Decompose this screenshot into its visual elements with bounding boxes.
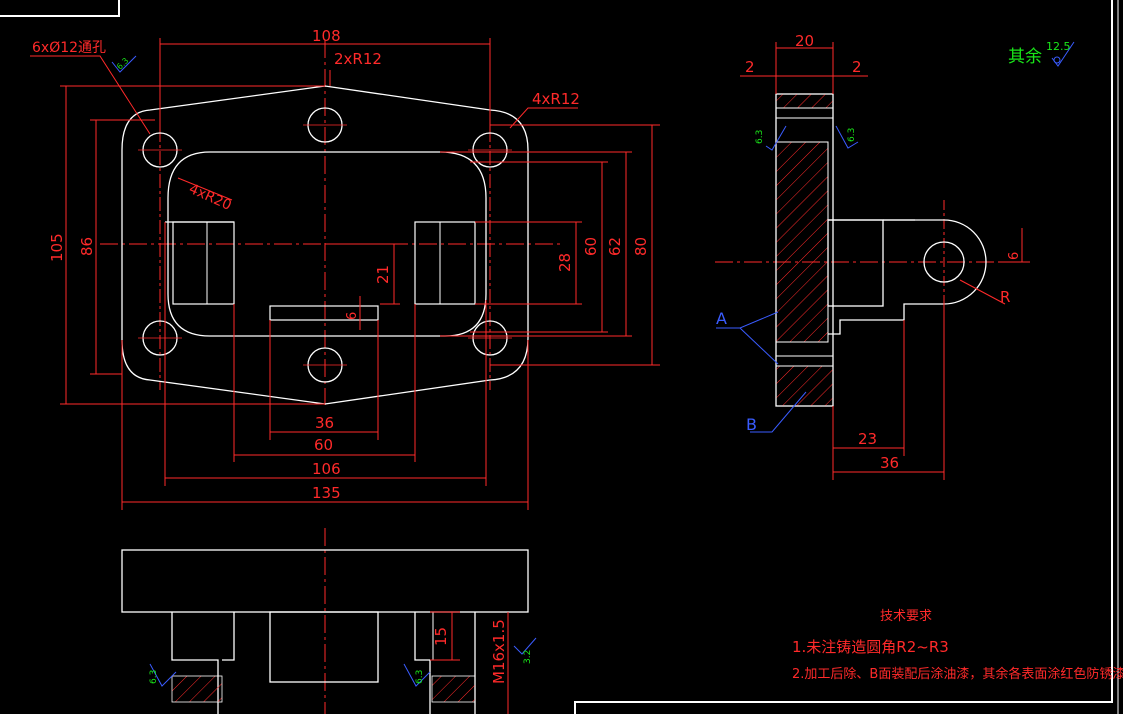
dim-4xR12: 4xR12 (532, 90, 580, 108)
dim-6: 6 (345, 312, 360, 320)
general-roughness: 其余 12.5 (1008, 40, 1075, 67)
side-lug (828, 219, 987, 335)
roughness-symbols-side: 6.3 6.3 (755, 125, 859, 151)
dim-86: 86 (78, 237, 96, 256)
dim-23: 23 (858, 430, 877, 448)
dim-2-left: 2 (745, 58, 755, 76)
section-rib (269, 611, 379, 683)
svg-text:其余: 其余 (1008, 47, 1042, 67)
tech-line-2: 2.加工后除、B面装配后涂油漆，其余各表面涂红色防锈漆。 (792, 666, 1123, 682)
dim-135: 135 (312, 484, 341, 502)
surface-label-a: A (716, 309, 727, 328)
surface-label-b: B (746, 415, 757, 434)
side-pin-hole (923, 241, 965, 283)
dim-radius: R (1000, 288, 1010, 306)
dim-36-bottom: 36 (315, 414, 334, 432)
side-boss (827, 219, 884, 307)
dim-60-bottom: 60 (314, 436, 333, 454)
section-view: 15 M16x1.5 6.3 6.3 3.2 (121, 528, 537, 714)
dim-21: 21 (374, 265, 392, 284)
front-outer-contour (121, 85, 529, 405)
dim-60-vertical: 60 (582, 237, 600, 256)
svg-text:6.3: 6.3 (847, 128, 857, 142)
technical-requirements: 技术要求 1.未注铸造圆角R2~R3 2.加工后除、B面装配后涂油漆，其余各表面… (792, 609, 1123, 682)
svg-text:3.2: 3.2 (523, 650, 533, 664)
frame-border (574, 0, 1113, 714)
dim-6-side: 6 (1007, 252, 1022, 260)
dim-106: 106 (312, 460, 341, 478)
tech-line-1: 1.未注铸造圆角R2~R3 (792, 638, 949, 656)
svg-text:12.5: 12.5 (1046, 40, 1071, 53)
roughness-symbol-front: 6.3 (111, 55, 137, 73)
dim-thread: M16x1.5 (490, 619, 508, 684)
front-slot-left (172, 221, 235, 305)
front-rib (269, 305, 379, 321)
dim-105: 105 (48, 233, 66, 262)
dim-4xR20: 4xR20 (186, 181, 233, 214)
svg-text:6.3: 6.3 (149, 670, 159, 684)
drawing-frame-corner (0, 0, 120, 17)
dim-108: 108 (312, 27, 341, 45)
dim-20: 20 (795, 32, 814, 50)
front-view: 108 2xR12 4xR12 6xØ12通孔 4xR20 105 86 21 … (30, 27, 660, 510)
dim-15: 15 (432, 627, 450, 646)
front-slot-right (414, 221, 476, 305)
dim-2-right: 2 (852, 58, 862, 76)
dim-62: 62 (606, 237, 624, 256)
dim-80: 80 (632, 237, 650, 256)
hole-callout: 6xØ12通孔 (32, 40, 106, 56)
roughness-symbols-section: 6.3 6.3 3.2 (149, 637, 537, 687)
svg-text:6.3: 6.3 (755, 130, 765, 144)
dim-36-side: 36 (880, 454, 899, 472)
tech-title: 技术要求 (880, 609, 932, 624)
side-view: 20 2 2 6 R 23 36 A B 6.3 6.3 (715, 32, 1030, 480)
dim-2xR12: 2xR12 (334, 50, 382, 68)
dim-28: 28 (556, 253, 574, 272)
svg-text:6.3: 6.3 (415, 670, 425, 684)
